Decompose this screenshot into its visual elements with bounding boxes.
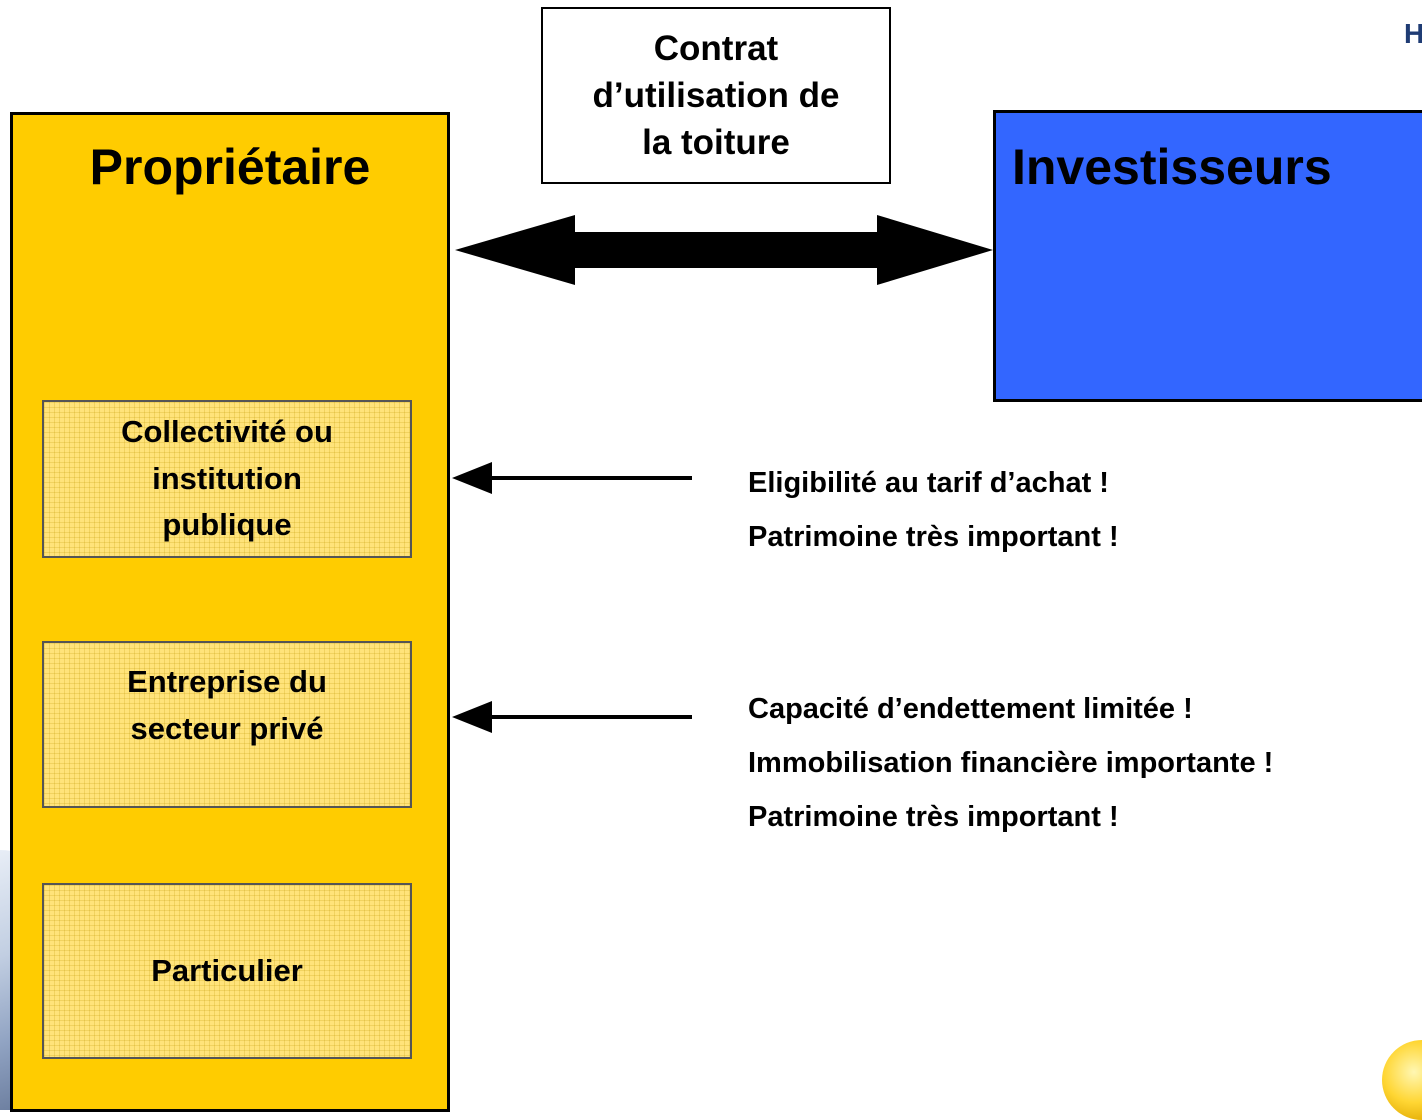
- note-public-institution: Eligibilité au tarif d’achat ! Patrimoin…: [748, 456, 1119, 564]
- arrows-layer: [452, 215, 993, 733]
- left-arrow-icon: [452, 701, 692, 733]
- double-arrow-icon: [455, 215, 993, 285]
- note-line: Immobilisation financière importante !: [748, 747, 1274, 779]
- note-private-company: Capacité d’endettement limitée ! Immobil…: [748, 682, 1273, 844]
- corner-logo-mark: H: [1404, 18, 1422, 49]
- category-label-line: Particulier: [151, 952, 303, 988]
- contract-label-line: la toiture: [642, 123, 790, 163]
- category-label-line: Collectivité ou: [121, 414, 333, 450]
- category-public-institution: Collectivité ou institution publique: [42, 400, 412, 558]
- note-line: Patrimoine très important !: [748, 521, 1119, 553]
- category-individual: Particulier: [42, 883, 412, 1059]
- owner-title: Propriétaire: [89, 139, 371, 195]
- note-line: Patrimoine très important !: [748, 801, 1119, 833]
- category-private-company-label: Entreprise du secteur privé: [127, 659, 327, 752]
- left-arrow-icon: [452, 462, 692, 494]
- note-line: Eligibilité au tarif d’achat !: [748, 467, 1109, 499]
- category-label-line: Entreprise du: [127, 664, 327, 699]
- category-label-line: secteur privé: [130, 710, 324, 746]
- category-label-line: publique: [162, 507, 292, 543]
- contract-label-line: d’utilisation de: [592, 75, 840, 115]
- investors-box: [993, 110, 1422, 402]
- category-public-institution-label: Collectivité ou institution publique: [121, 409, 333, 549]
- contract-label-line: Contrat: [653, 28, 779, 68]
- category-label-line: institution: [152, 460, 302, 496]
- investors-title: Investisseurs: [1012, 139, 1332, 195]
- category-individual-label: Particulier: [151, 948, 303, 995]
- contract-label: Contrat d’utilisation de la toiture: [593, 25, 840, 167]
- category-private-company: Entreprise du secteur privé: [42, 641, 412, 808]
- note-line: Capacité d’endettement limitée !: [748, 693, 1193, 725]
- contract-box: Contrat d’utilisation de la toiture: [541, 7, 891, 184]
